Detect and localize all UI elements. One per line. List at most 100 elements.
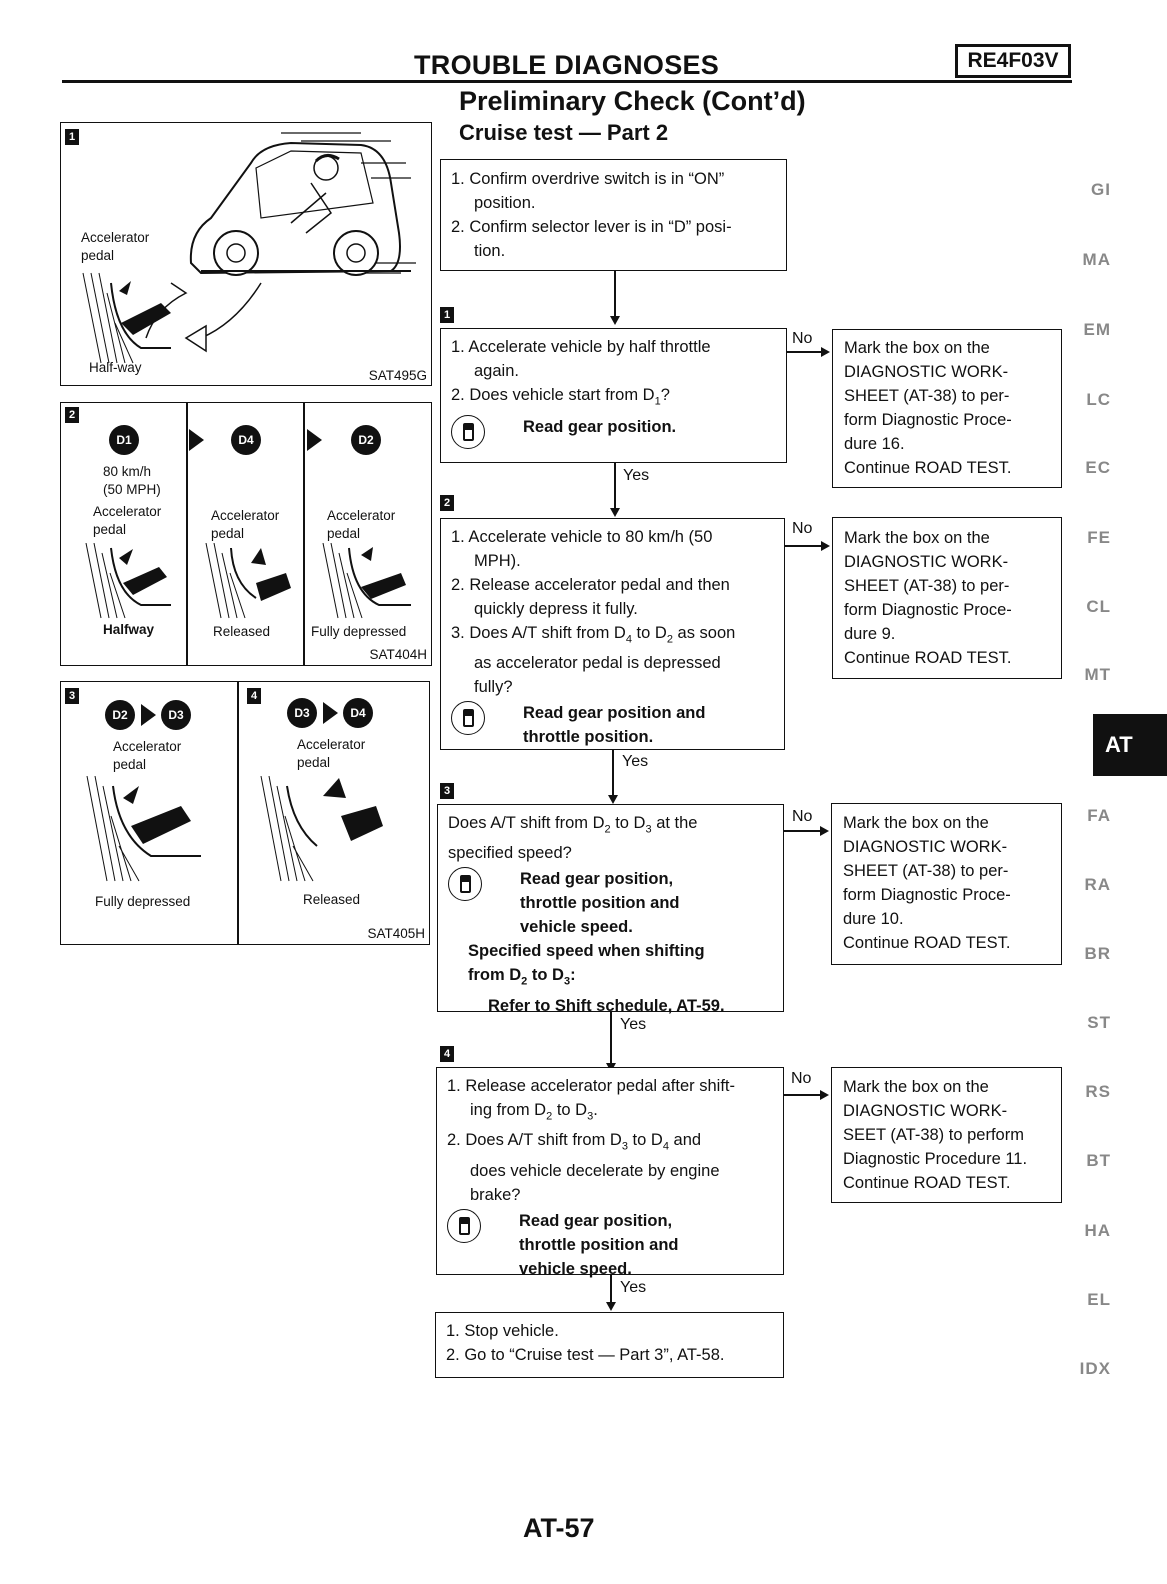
right-arrow-icon xyxy=(141,704,156,726)
pedal-caption-2: Released xyxy=(213,624,271,639)
arrow-down-icon xyxy=(610,508,620,517)
pedal-illustrations xyxy=(85,543,411,619)
flow-step4-box: 1. Release accelerator pedal after shift… xyxy=(436,1067,784,1278)
yes-label: Yes xyxy=(620,1279,647,1296)
tab-at-active[interactable]: AT xyxy=(1093,714,1167,776)
flow-step1-box: 1. Accelerate vehicle by half throttle a… xyxy=(440,328,787,463)
step-badge: 2 xyxy=(65,407,79,423)
fig1-code: SAT495G xyxy=(368,368,427,383)
flow-connector xyxy=(612,750,614,797)
flow-end-box: 1. Stop vehicle. 2. Go to “Cruise test —… xyxy=(435,1312,784,1378)
no-label: No xyxy=(792,330,813,347)
flow-connector xyxy=(784,1094,821,1096)
tab-idx[interactable]: IDX xyxy=(1079,1359,1111,1378)
no-label: No xyxy=(792,520,813,537)
pedal-caption-a: Fully depressed xyxy=(95,894,191,909)
yes-label: Yes xyxy=(622,753,649,770)
arrow-down-icon xyxy=(608,795,618,804)
arrow-right-icon xyxy=(820,826,829,836)
flow-step3-box: Does A/T shift from D2 to D3 at the spec… xyxy=(437,804,784,1015)
flow-connector xyxy=(614,463,616,510)
right-arrow-icon xyxy=(307,429,322,451)
pedal-caption-1: Halfway xyxy=(103,622,155,637)
page-number: AT-57 xyxy=(523,1513,595,1543)
arrow-down-icon xyxy=(606,1302,616,1311)
flow-connector xyxy=(610,1012,612,1065)
pedal-illustrations xyxy=(86,776,383,882)
flow-connector xyxy=(787,351,822,353)
flow-connector xyxy=(784,830,821,832)
gear-d2-icon: D2 xyxy=(105,700,135,730)
tab-gi[interactable]: GI xyxy=(1091,180,1111,199)
step-badge-2: 2 xyxy=(440,495,454,511)
flow-step2-box: 1. Accelerate vehicle to 80 km/h (50 MPH… xyxy=(440,518,785,750)
consult-icon xyxy=(451,701,485,736)
right-arrow-icon xyxy=(323,702,338,724)
tab-fe[interactable]: FE xyxy=(1087,528,1111,547)
gear-d4-icon: D4 xyxy=(231,425,261,455)
consult-icon xyxy=(448,867,482,902)
flow-connector xyxy=(785,545,822,547)
tab-fa[interactable]: FA xyxy=(1087,806,1111,825)
gear-d3-icon: D3 xyxy=(287,698,317,728)
yes-label: Yes xyxy=(623,467,650,484)
tab-lc[interactable]: LC xyxy=(1086,390,1111,409)
fig1-caption: Half-way xyxy=(89,360,142,375)
arrow-down-icon xyxy=(610,316,620,325)
tab-ma[interactable]: MA xyxy=(1082,250,1111,269)
step-badge: 3 xyxy=(65,688,79,704)
arrow-right-icon xyxy=(821,541,830,551)
arrow-right-icon xyxy=(820,1090,829,1100)
consult-icon xyxy=(451,415,485,450)
car-illustration xyxy=(82,132,416,364)
subsection-title: Cruise test — Part 2 xyxy=(459,120,669,145)
tab-ra[interactable]: RA xyxy=(1084,875,1111,894)
page-title: TROUBLE DIAGNOSES xyxy=(414,50,720,80)
arrow-right-icon xyxy=(821,347,830,357)
tab-bt[interactable]: BT xyxy=(1086,1151,1111,1170)
gear-d1-icon: D1 xyxy=(109,425,139,455)
step-badge: 1 xyxy=(65,129,79,145)
gear-d4-icon: D4 xyxy=(343,698,373,728)
gear-d3-icon: D3 xyxy=(161,700,191,730)
flow-start-box: 1. Confirm overdrive switch is in “ON” p… xyxy=(440,159,787,271)
divider xyxy=(186,403,188,665)
tab-cl[interactable]: CL xyxy=(1086,597,1111,616)
divider xyxy=(237,682,239,944)
tab-rs[interactable]: RS xyxy=(1085,1082,1111,1101)
step-badge-1: 1 xyxy=(440,307,454,323)
fig3-code: SAT405H xyxy=(367,926,425,941)
pedal-caption-b: Released xyxy=(303,892,361,907)
step-badge: 4 xyxy=(247,688,261,704)
tab-mt[interactable]: MT xyxy=(1084,665,1111,684)
speed-label: 80 km/h(50 MPH) xyxy=(103,464,161,497)
fig2-code: SAT404H xyxy=(369,647,427,662)
tab-ha[interactable]: HA xyxy=(1084,1221,1111,1240)
no-label: No xyxy=(792,808,813,825)
tab-el[interactable]: EL xyxy=(1087,1290,1111,1309)
flow-connector xyxy=(614,271,616,318)
tab-ec[interactable]: EC xyxy=(1085,458,1111,477)
pedal-caption-3: Fully depressed xyxy=(311,624,407,639)
section-title: Preliminary Check (Cont’d) xyxy=(459,86,806,116)
gear-d2-icon: D2 xyxy=(351,425,381,455)
model-badge: RE4F03V xyxy=(955,44,1071,78)
tab-st[interactable]: ST xyxy=(1087,1013,1111,1032)
consult-icon xyxy=(447,1208,481,1243)
right-arrow-icon xyxy=(189,429,204,451)
tab-em[interactable]: EM xyxy=(1083,320,1111,339)
tab-br[interactable]: BR xyxy=(1084,944,1111,963)
